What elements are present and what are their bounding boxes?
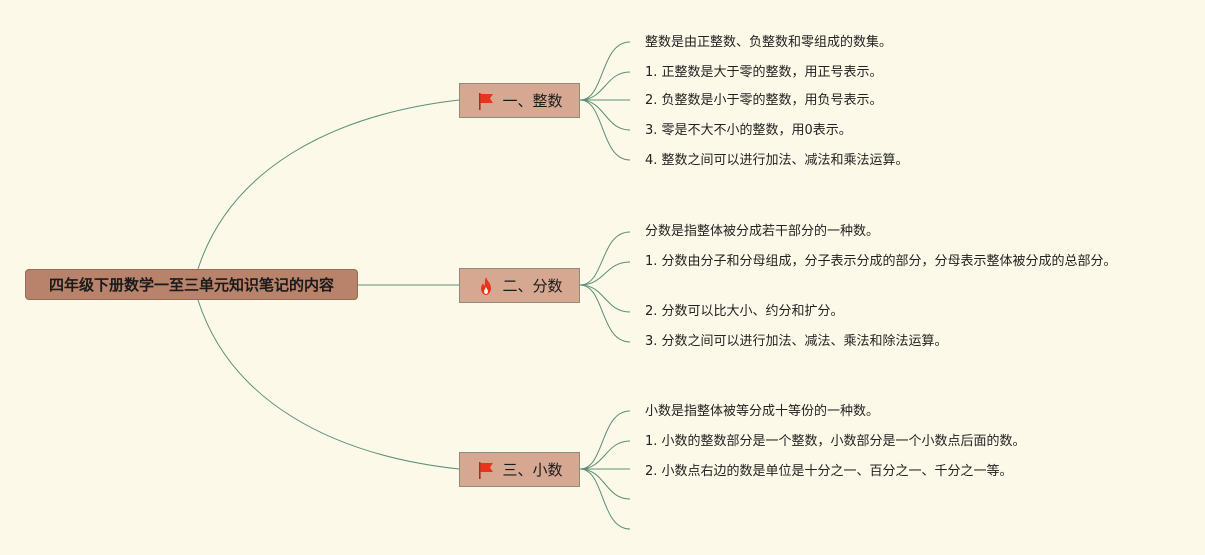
connector-root-branch-3 [197, 299, 460, 470]
fire-icon [481, 276, 492, 295]
branch-integers[interactable]: 一、整数 [459, 83, 580, 118]
branch-label: 二、分数 [502, 277, 563, 295]
leaf-integers-definition[interactable]: 整数是由正整数、负整数和零组成的数集。 [645, 35, 893, 50]
leaf-decimals-1[interactable]: 1. 小数的整数部分是一个整数，小数部分是一个小数点后面的数。 [645, 434, 1026, 449]
leaf-integers-1[interactable]: 1. 正整数是大于零的整数，用正号表示。 [645, 65, 883, 80]
branch-label: 三、小数 [502, 461, 563, 479]
root-topic-label: 四年级下册数学一至三单元知识笔记的内容 [48, 276, 334, 294]
root-topic[interactable]: 四年级下册数学一至三单元知识笔记的内容 [25, 269, 358, 300]
flag-icon [479, 461, 494, 479]
branch-fractions[interactable]: 二、分数 [459, 268, 580, 303]
flag-icon [479, 92, 494, 110]
leaf-fractions-2[interactable]: 2. 分数可以比大小、约分和扩分。 [645, 304, 844, 319]
leaf-fractions-1[interactable]: 1. 分数由分子和分母组成，分子表示分成的部分，分母表示整体被分成的总部分。 [645, 254, 1117, 269]
leaf-integers-3[interactable]: 3. 零是不大不小的整数，用0表示。 [645, 123, 852, 138]
branch-decimals[interactable]: 三、小数 [459, 452, 580, 487]
leaf-fractions-definition[interactable]: 分数是指整体被分成若干部分的一种数。 [645, 224, 880, 239]
leaf-decimals-2[interactable]: 2. 小数点右边的数是单位是十分之一、百分之一、千分之一等。 [645, 464, 1013, 479]
branch-label: 一、整数 [502, 92, 563, 110]
leaf-integers-2[interactable]: 2. 负整数是小于零的整数，用负号表示。 [645, 93, 883, 108]
leaf-decimals-definition[interactable]: 小数是指整体被等分成十等份的一种数。 [645, 404, 880, 419]
leaf-fractions-3[interactable]: 3. 分数之间可以进行加法、减法、乘法和除法运算。 [645, 334, 948, 349]
leaf-integers-4[interactable]: 4. 整数之间可以进行加法、减法和乘法运算。 [645, 153, 909, 168]
connector-root-branch-1 [197, 99, 460, 270]
